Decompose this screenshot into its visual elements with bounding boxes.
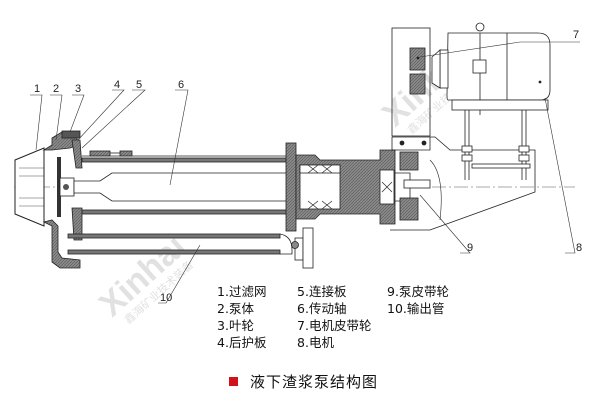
legend-item-6: 6.传动轴 [297,300,387,317]
legend-num: 5. [297,284,309,299]
legend-item-1: 1.过滤网 [217,283,297,300]
legend-name: 泵皮带轮 [398,284,449,299]
red-square-marker [229,377,238,386]
impeller [57,157,75,217]
callout-5: 5 [136,79,142,91]
legend-item-7: 7.电机皮带轮 [297,317,387,334]
callout-10: 10 [160,292,172,304]
legend-item-10: 10.输出管 [387,300,444,317]
callout-1: 1 [34,83,40,95]
strainer [14,147,45,227]
callout-3: 3 [75,83,81,95]
legend-name: 输出管 [406,301,445,316]
motor [431,22,551,180]
legend-num: 10. [387,301,407,316]
legend-row: 4.后护板 8.电机 [217,334,477,351]
legend-row: 3.叶轮 7.电机皮带轮 [217,317,477,334]
legend-name: 传动轴 [308,301,347,316]
legend-item-9: 9.泵皮带轮 [387,283,449,300]
legend-row: 1.过滤网 5.连接板 9.泵皮带轮 [217,283,477,300]
legend-item-8: 8.电机 [297,334,387,351]
motor-pulley [409,47,426,95]
legend-name: 泵体 [228,301,254,316]
callout-7: 7 [573,29,579,41]
legend-item-4: 4.后护板 [217,334,297,351]
legend-name: 连接板 [308,284,347,299]
back-liner [71,139,83,241]
motor-bracket [390,27,536,231]
legend-row: 2.泵体 6.传动轴 10.输出管 [217,300,477,317]
legend-num: 6. [297,301,309,316]
callout-2: 2 [53,83,59,95]
figure-caption: 液下渣浆泵结构图 [229,371,378,392]
leader-lines [30,41,580,304]
parts-legend: 1.过滤网 5.连接板 9.泵皮带轮 2.泵体 6.传动轴 10.输出管 3.叶… [217,283,477,351]
watermark-bottom: Xinhai 鑫海矿业技术装备 [92,227,196,326]
legend-num: 9. [387,284,399,299]
legend-num: 8. [297,335,309,350]
legend-name: 电机 [308,335,334,350]
callout-9: 9 [467,242,473,254]
legend-num: 7. [297,318,309,333]
legend-name: 过滤网 [228,284,267,299]
callout-4: 4 [114,79,120,91]
bearing-housing [285,142,396,232]
figure-title: 液下渣浆泵结构图 [250,373,379,391]
legend-num: 4. [217,335,229,350]
legend-name: 后护板 [228,335,267,350]
callout-labels: 1 2 3 4 5 6 7 8 9 10 [34,29,582,304]
legend-name: 叶轮 [228,318,254,333]
pump-casing [42,130,81,269]
legend-num: 1. [217,284,229,299]
callout-6: 6 [178,79,184,91]
legend-item-3: 3.叶轮 [217,317,297,334]
legend-num: 2. [217,301,229,316]
connecting-plate [89,150,133,157]
callout-8: 8 [576,242,582,254]
legend-item-5: 5.连接板 [297,283,387,300]
legend-name: 电机皮带轮 [308,318,372,333]
legend-item-2: 2.泵体 [217,300,297,317]
legend-num: 3. [217,318,229,333]
discharge-pipe [67,227,314,269]
pump-pulley [399,151,431,221]
